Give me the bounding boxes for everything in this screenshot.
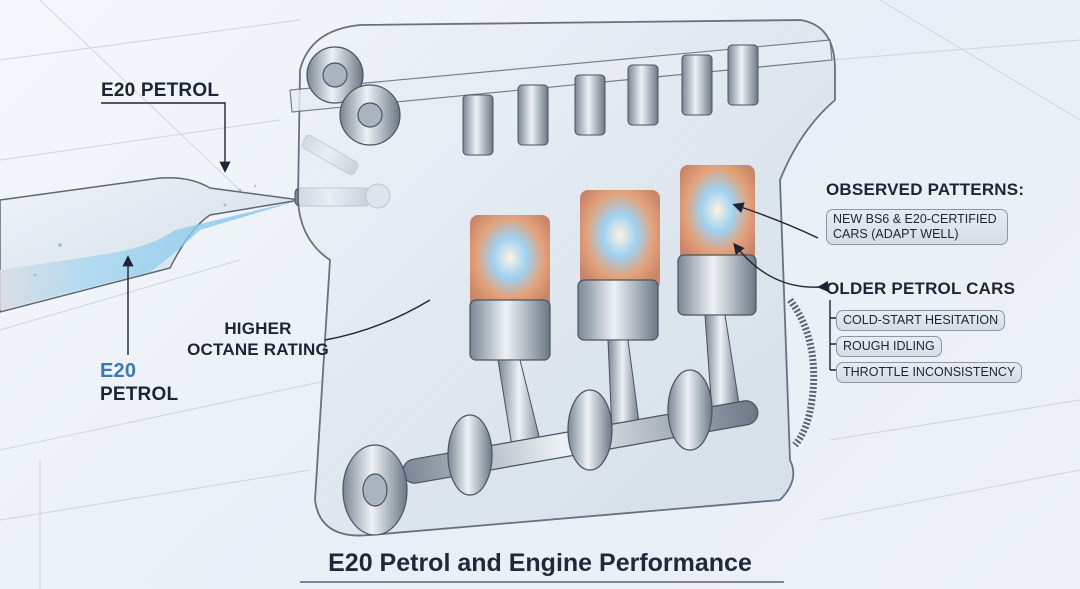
- octane-line-2: OCTANE RATING: [187, 340, 329, 359]
- new-cars-line-1: NEW BS6 & E20-CERTIFIED: [833, 212, 997, 226]
- octane-rating-label: HIGHER OCTANE RATING: [178, 318, 338, 360]
- crankshaft: [342, 369, 759, 536]
- leader-lines: [101, 102, 836, 371]
- symptom-cold-start: COLD-START HESITATION: [836, 310, 1006, 331]
- observed-patterns-heading: OBSERVED PATTERNS:: [826, 180, 1025, 199]
- petrol-label: PETROL: [100, 384, 179, 405]
- symptom-throttle: THROTTLE INCONSISTENCY: [836, 362, 1023, 383]
- new-cars-line-2: CARS (ADAPT WELL): [833, 227, 959, 241]
- title-underline: [300, 581, 784, 583]
- octane-line-1: HIGHER: [224, 319, 292, 338]
- older-petrol-cars-heading: OLDER PETROL CARS: [826, 279, 1016, 298]
- page-title: E20 Petrol and Engine Performance: [328, 549, 752, 577]
- symptom-rough-idling: ROUGH IDLING: [836, 336, 942, 357]
- timing-gears: [306, 46, 401, 146]
- e20-highlight-label: E20: [100, 360, 137, 382]
- pistons: [469, 254, 757, 361]
- new-cars-callout: NEW BS6 & E20-CERTIFIED CARS (ADAPT WELL…: [826, 209, 1008, 245]
- fuel-pipe: [0, 176, 301, 313]
- e20-petrol-label-top: E20 PETROL: [101, 80, 220, 101]
- combustion-chambers: [470, 165, 755, 310]
- flywheel: [787, 297, 818, 448]
- valve-springs: [462, 44, 759, 156]
